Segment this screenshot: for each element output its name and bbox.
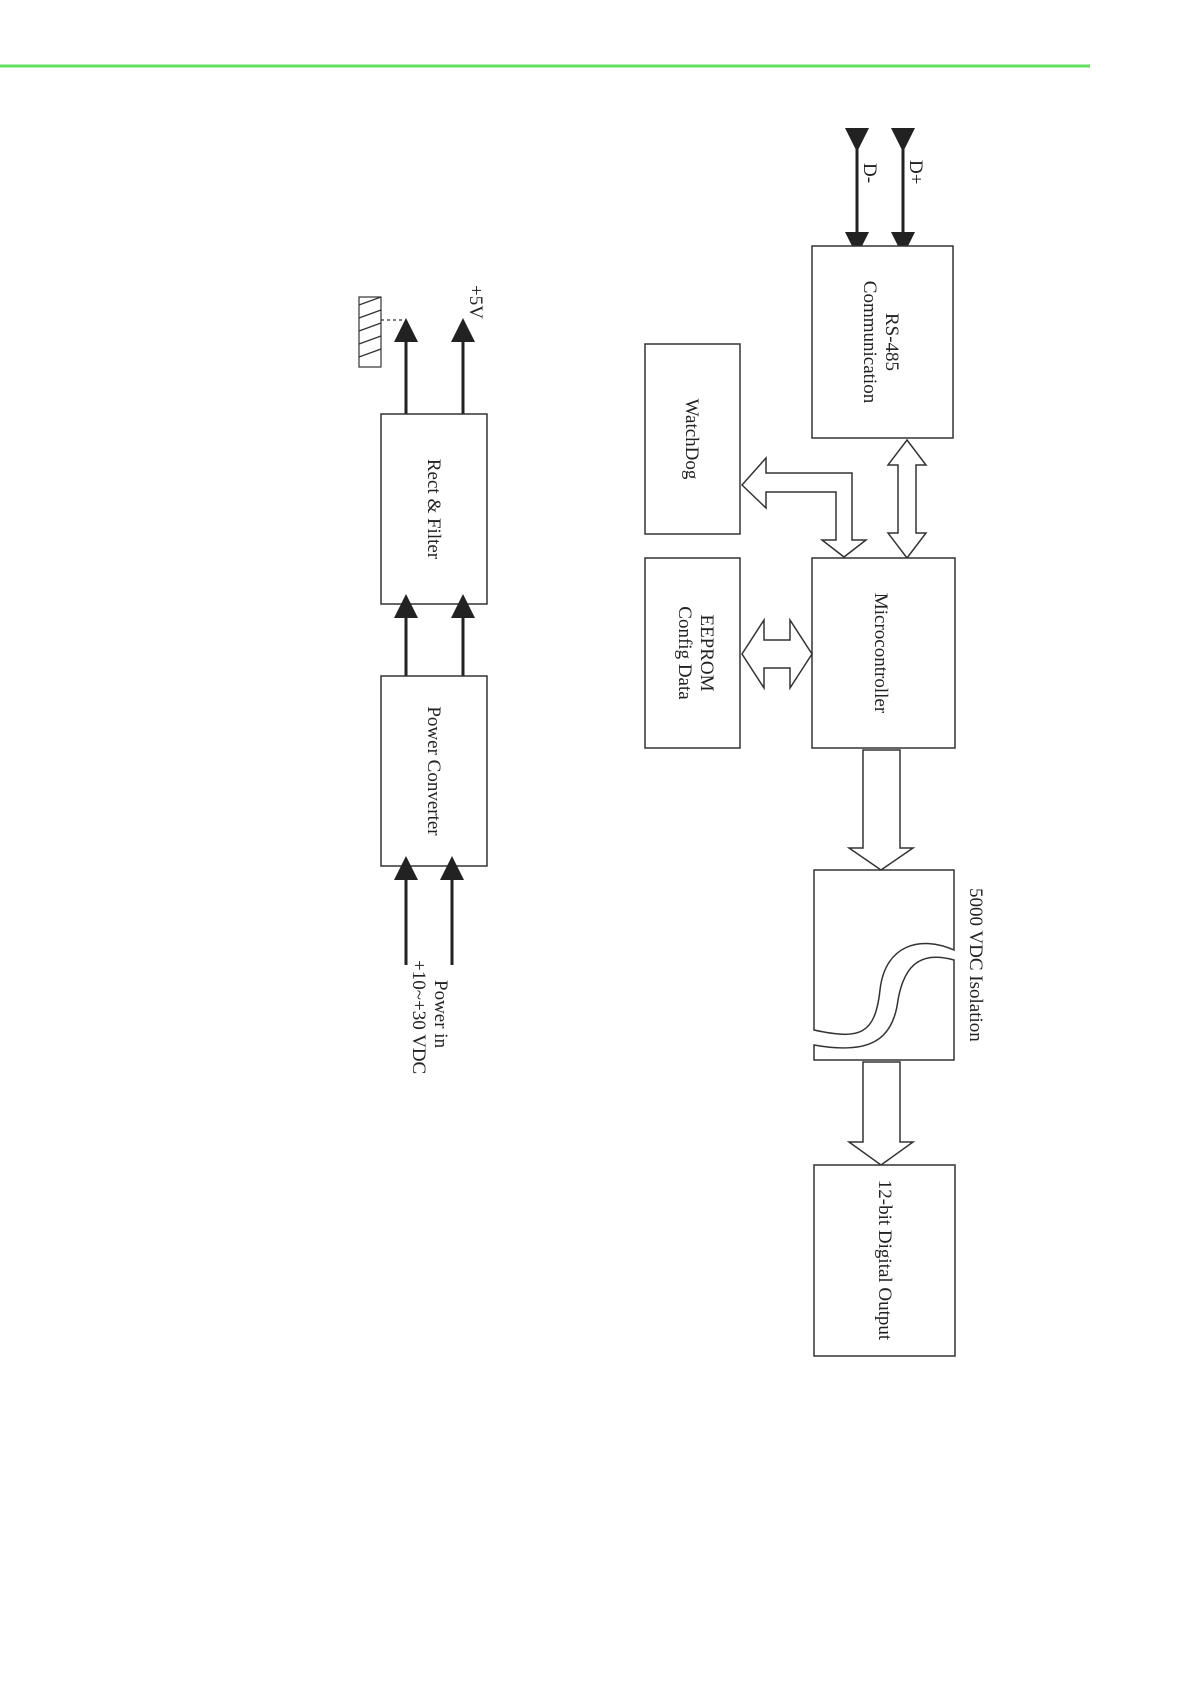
d-plus-label: D+ <box>905 160 926 184</box>
bus-microcontroller-watchdog <box>742 458 866 557</box>
d-minus-label: D- <box>859 163 880 183</box>
digital-output-label: 12-bit Digital Output <box>874 1180 895 1341</box>
isolation-label: 5000 VDC Isolation <box>965 888 986 1042</box>
ground-symbol <box>359 297 405 367</box>
watchdog-label: WatchDog <box>681 399 702 480</box>
power-in-label: Power in <box>430 980 451 1049</box>
bus-rs485-microcontroller <box>888 440 926 558</box>
rs485-label: RS-485 <box>881 313 902 371</box>
bus-microcontroller-isolation <box>849 750 913 870</box>
power-converter-label: Power Converter <box>423 706 444 836</box>
config-data-label: Config Data <box>674 606 695 700</box>
rect-filter-label: Rect & Filter <box>423 459 444 560</box>
bus-isolation-output <box>849 1062 913 1165</box>
isolation-barrier <box>814 870 954 1060</box>
power-in-range-label: +10~+30 VDC <box>408 960 429 1074</box>
eeprom-label: EEPROM <box>696 614 717 691</box>
plus5v-label: +5V <box>465 285 486 319</box>
microcontroller-label: Microcontroller <box>870 593 891 714</box>
bus-eeprom-microcontroller <box>742 620 812 688</box>
communication-label: Communication <box>859 281 880 404</box>
